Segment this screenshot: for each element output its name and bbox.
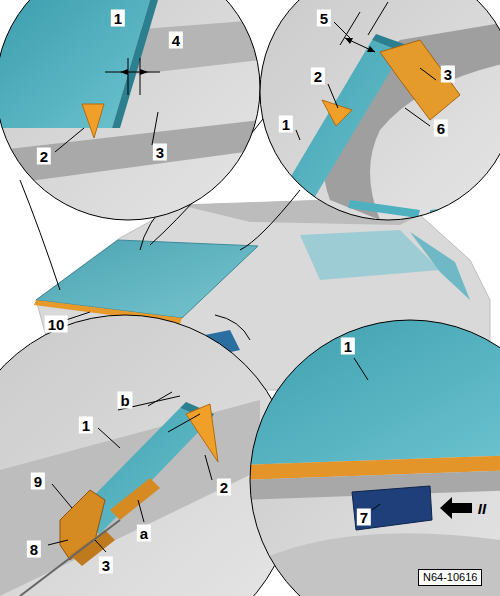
callout-number: 2	[217, 479, 231, 496]
callout-number: 9	[31, 473, 45, 490]
callout-number: 7	[357, 509, 371, 526]
detail-top-left	[0, 0, 270, 230]
callout-number: 1	[111, 10, 125, 27]
detail-bottom-right	[240, 310, 500, 596]
detail-top-right	[250, 0, 500, 230]
callout-number: 3	[153, 144, 167, 161]
callout-number: 1	[279, 116, 293, 133]
callout-number: 10	[45, 316, 68, 333]
callout-number: 6	[434, 120, 448, 137]
callout-number: 3	[441, 66, 455, 83]
callout-number: 2	[37, 148, 51, 165]
leader-line	[66, 312, 90, 320]
callout-number: 4	[169, 32, 183, 49]
windscreen	[34, 240, 258, 324]
callout-number: 2	[311, 68, 325, 85]
callout-number: a	[137, 525, 151, 542]
callout-number: 1	[341, 338, 355, 355]
callout-number: II	[475, 500, 489, 517]
callout-number: 3	[99, 557, 113, 574]
drawing-number: N64-10616	[418, 569, 482, 586]
callout-number: b	[117, 392, 132, 409]
callout-number: 8	[27, 541, 41, 558]
callout-number: 5	[317, 10, 331, 27]
callout-number: 1	[79, 417, 93, 434]
